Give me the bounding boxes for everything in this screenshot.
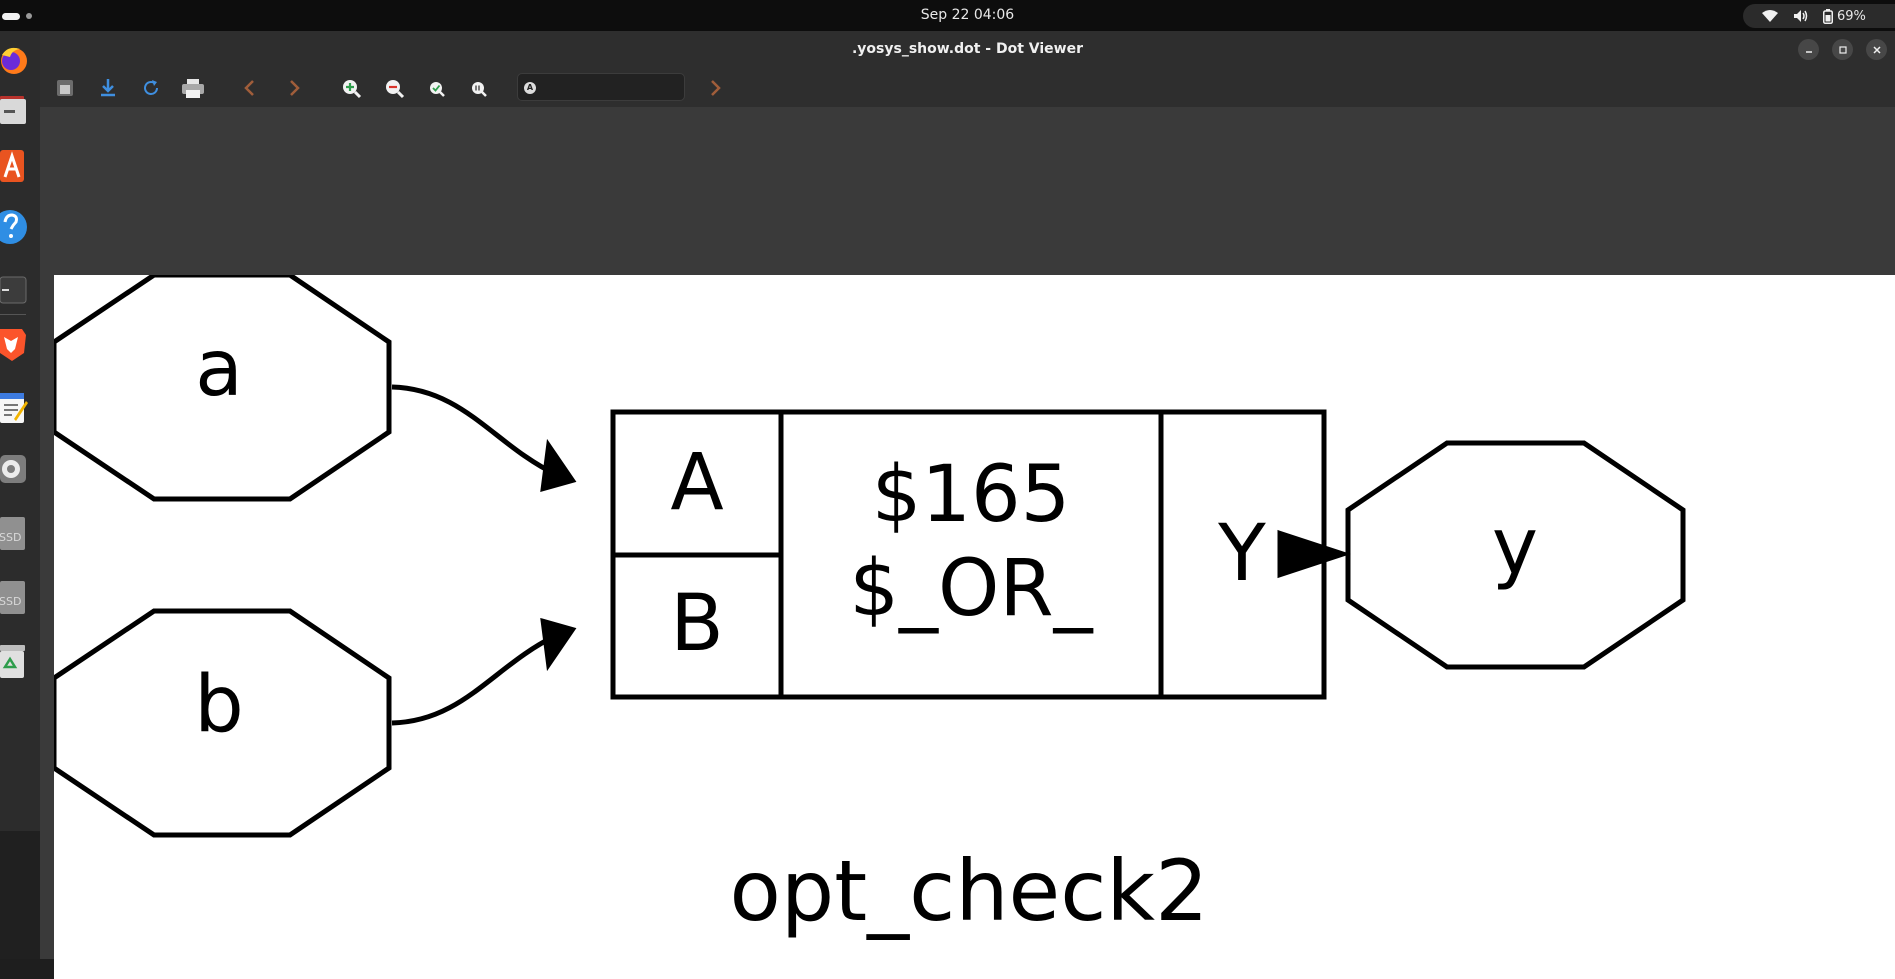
minimize-button[interactable] <box>1798 39 1819 60</box>
input-node-a[interactable]: a <box>54 275 392 502</box>
settings-launcher[interactable] <box>0 449 28 489</box>
find-input[interactable] <box>538 78 678 96</box>
drive-icon: SSD <box>0 581 25 614</box>
edge-b-to-cell <box>391 617 577 726</box>
system-tray[interactable]: 69% <box>1743 4 1895 28</box>
zoom-in-button[interactable] <box>339 76 363 100</box>
drive-icon: SSD <box>0 517 25 550</box>
app-center-icon <box>0 150 24 182</box>
folder-icon <box>0 96 26 124</box>
cell-node[interactable]: A B $165 $_OR_ Y <box>610 409 1327 700</box>
dock-bottom-area <box>0 831 40 959</box>
chevron-left-icon <box>244 80 254 96</box>
zoom-out-button[interactable] <box>382 76 406 100</box>
cell-port-y: Y <box>1217 509 1266 599</box>
files-launcher[interactable] <box>0 88 28 128</box>
close-button[interactable] <box>1866 39 1887 60</box>
gear-icon <box>0 455 26 483</box>
reload-icon <box>144 80 158 95</box>
terminal-launcher[interactable] <box>0 269 28 309</box>
printer-icon <box>182 79 204 98</box>
svg-text:SSD: SSD <box>0 595 21 608</box>
text-editor-icon <box>0 393 28 423</box>
dock-separator <box>0 314 26 315</box>
zoom-original-icon <box>472 82 487 97</box>
clock[interactable]: Sep 22 04:06 <box>920 7 1015 23</box>
zoom-in-icon <box>343 80 362 99</box>
open-file-icon <box>57 80 73 96</box>
trash-launcher[interactable] <box>0 641 28 681</box>
window-title: .yosys_show.dot - Dot Viewer <box>851 41 1084 57</box>
cell-port-a: A <box>670 438 723 528</box>
cell-type: $_OR_ <box>849 544 1093 634</box>
download-icon <box>101 79 115 97</box>
graph-caption: opt_check2 <box>729 842 1208 940</box>
find-box[interactable]: A <box>517 73 685 101</box>
graph-svg[interactable]: a b A B $165 $_OR_ Y y <box>54 275 1895 979</box>
brave-launcher[interactable] <box>0 323 28 363</box>
input-node-b-label: b <box>194 660 244 750</box>
dot-viewer-window: .yosys_show.dot - Dot Viewer <box>40 31 1895 979</box>
terminal-icon <box>0 276 27 304</box>
graph-canvas-area[interactable]: a b A B $165 $_OR_ Y y <box>40 107 1895 979</box>
minimize-icon <box>1805 50 1812 53</box>
reload-button[interactable] <box>139 76 163 100</box>
zoom-out-icon <box>386 80 405 99</box>
toolbar: A <box>40 67 1895 107</box>
open-button[interactable] <box>53 76 77 100</box>
zoom-fit-button[interactable] <box>425 76 449 100</box>
restore-icon <box>1838 45 1847 54</box>
svg-text:SSD: SSD <box>0 531 21 544</box>
top-bar: Sep 22 04:06 69% <box>0 0 1895 31</box>
help-launcher[interactable] <box>0 207 28 247</box>
forward-button[interactable] <box>282 76 306 100</box>
zoom-fit-icon <box>430 82 445 97</box>
battery-percent: 69% <box>1837 8 1866 24</box>
workspace-active-pill <box>2 12 20 20</box>
cell-name: $165 <box>872 450 1071 540</box>
edge-cell-to-y <box>1277 529 1351 579</box>
input-node-b[interactable]: b <box>54 608 392 838</box>
firefox-icon <box>1 47 27 74</box>
find-text-icon: A <box>524 82 536 94</box>
help-icon <box>0 210 27 244</box>
back-button[interactable] <box>238 76 262 100</box>
print-button[interactable] <box>181 76 205 100</box>
find-next-button[interactable] <box>703 76 727 100</box>
volume-icon <box>1794 10 1808 22</box>
battery-icon <box>1823 8 1833 24</box>
title-bar[interactable]: .yosys_show.dot - Dot Viewer <box>40 31 1895 67</box>
activities-indicator[interactable] <box>2 12 32 20</box>
edge-a-to-cell <box>391 384 577 493</box>
zoom-100-button[interactable] <box>467 76 491 100</box>
output-node-y-label: y <box>1492 502 1538 592</box>
chevron-right-icon <box>290 80 300 96</box>
workspace-dot <box>26 13 32 19</box>
close-icon <box>1872 45 1881 54</box>
app-center-launcher[interactable] <box>0 144 28 184</box>
trash-icon <box>0 645 25 678</box>
maximize-button[interactable] <box>1832 39 1853 60</box>
cell-port-b: B <box>670 579 724 669</box>
save-button[interactable] <box>96 76 120 100</box>
input-node-a-label: a <box>195 324 243 414</box>
ssd-drive-2-launcher[interactable]: SSD <box>0 577 28 617</box>
output-node-y[interactable]: y <box>1345 440 1686 670</box>
dock: SSD SSD <box>0 31 40 959</box>
brave-lion-icon <box>0 329 26 361</box>
ssd-drive-1-launcher[interactable]: SSD <box>0 513 28 553</box>
firefox-launcher[interactable] <box>0 41 28 81</box>
chevron-right-icon <box>711 80 721 96</box>
wifi-icon <box>1762 10 1778 22</box>
text-editor-launcher[interactable] <box>0 387 28 427</box>
